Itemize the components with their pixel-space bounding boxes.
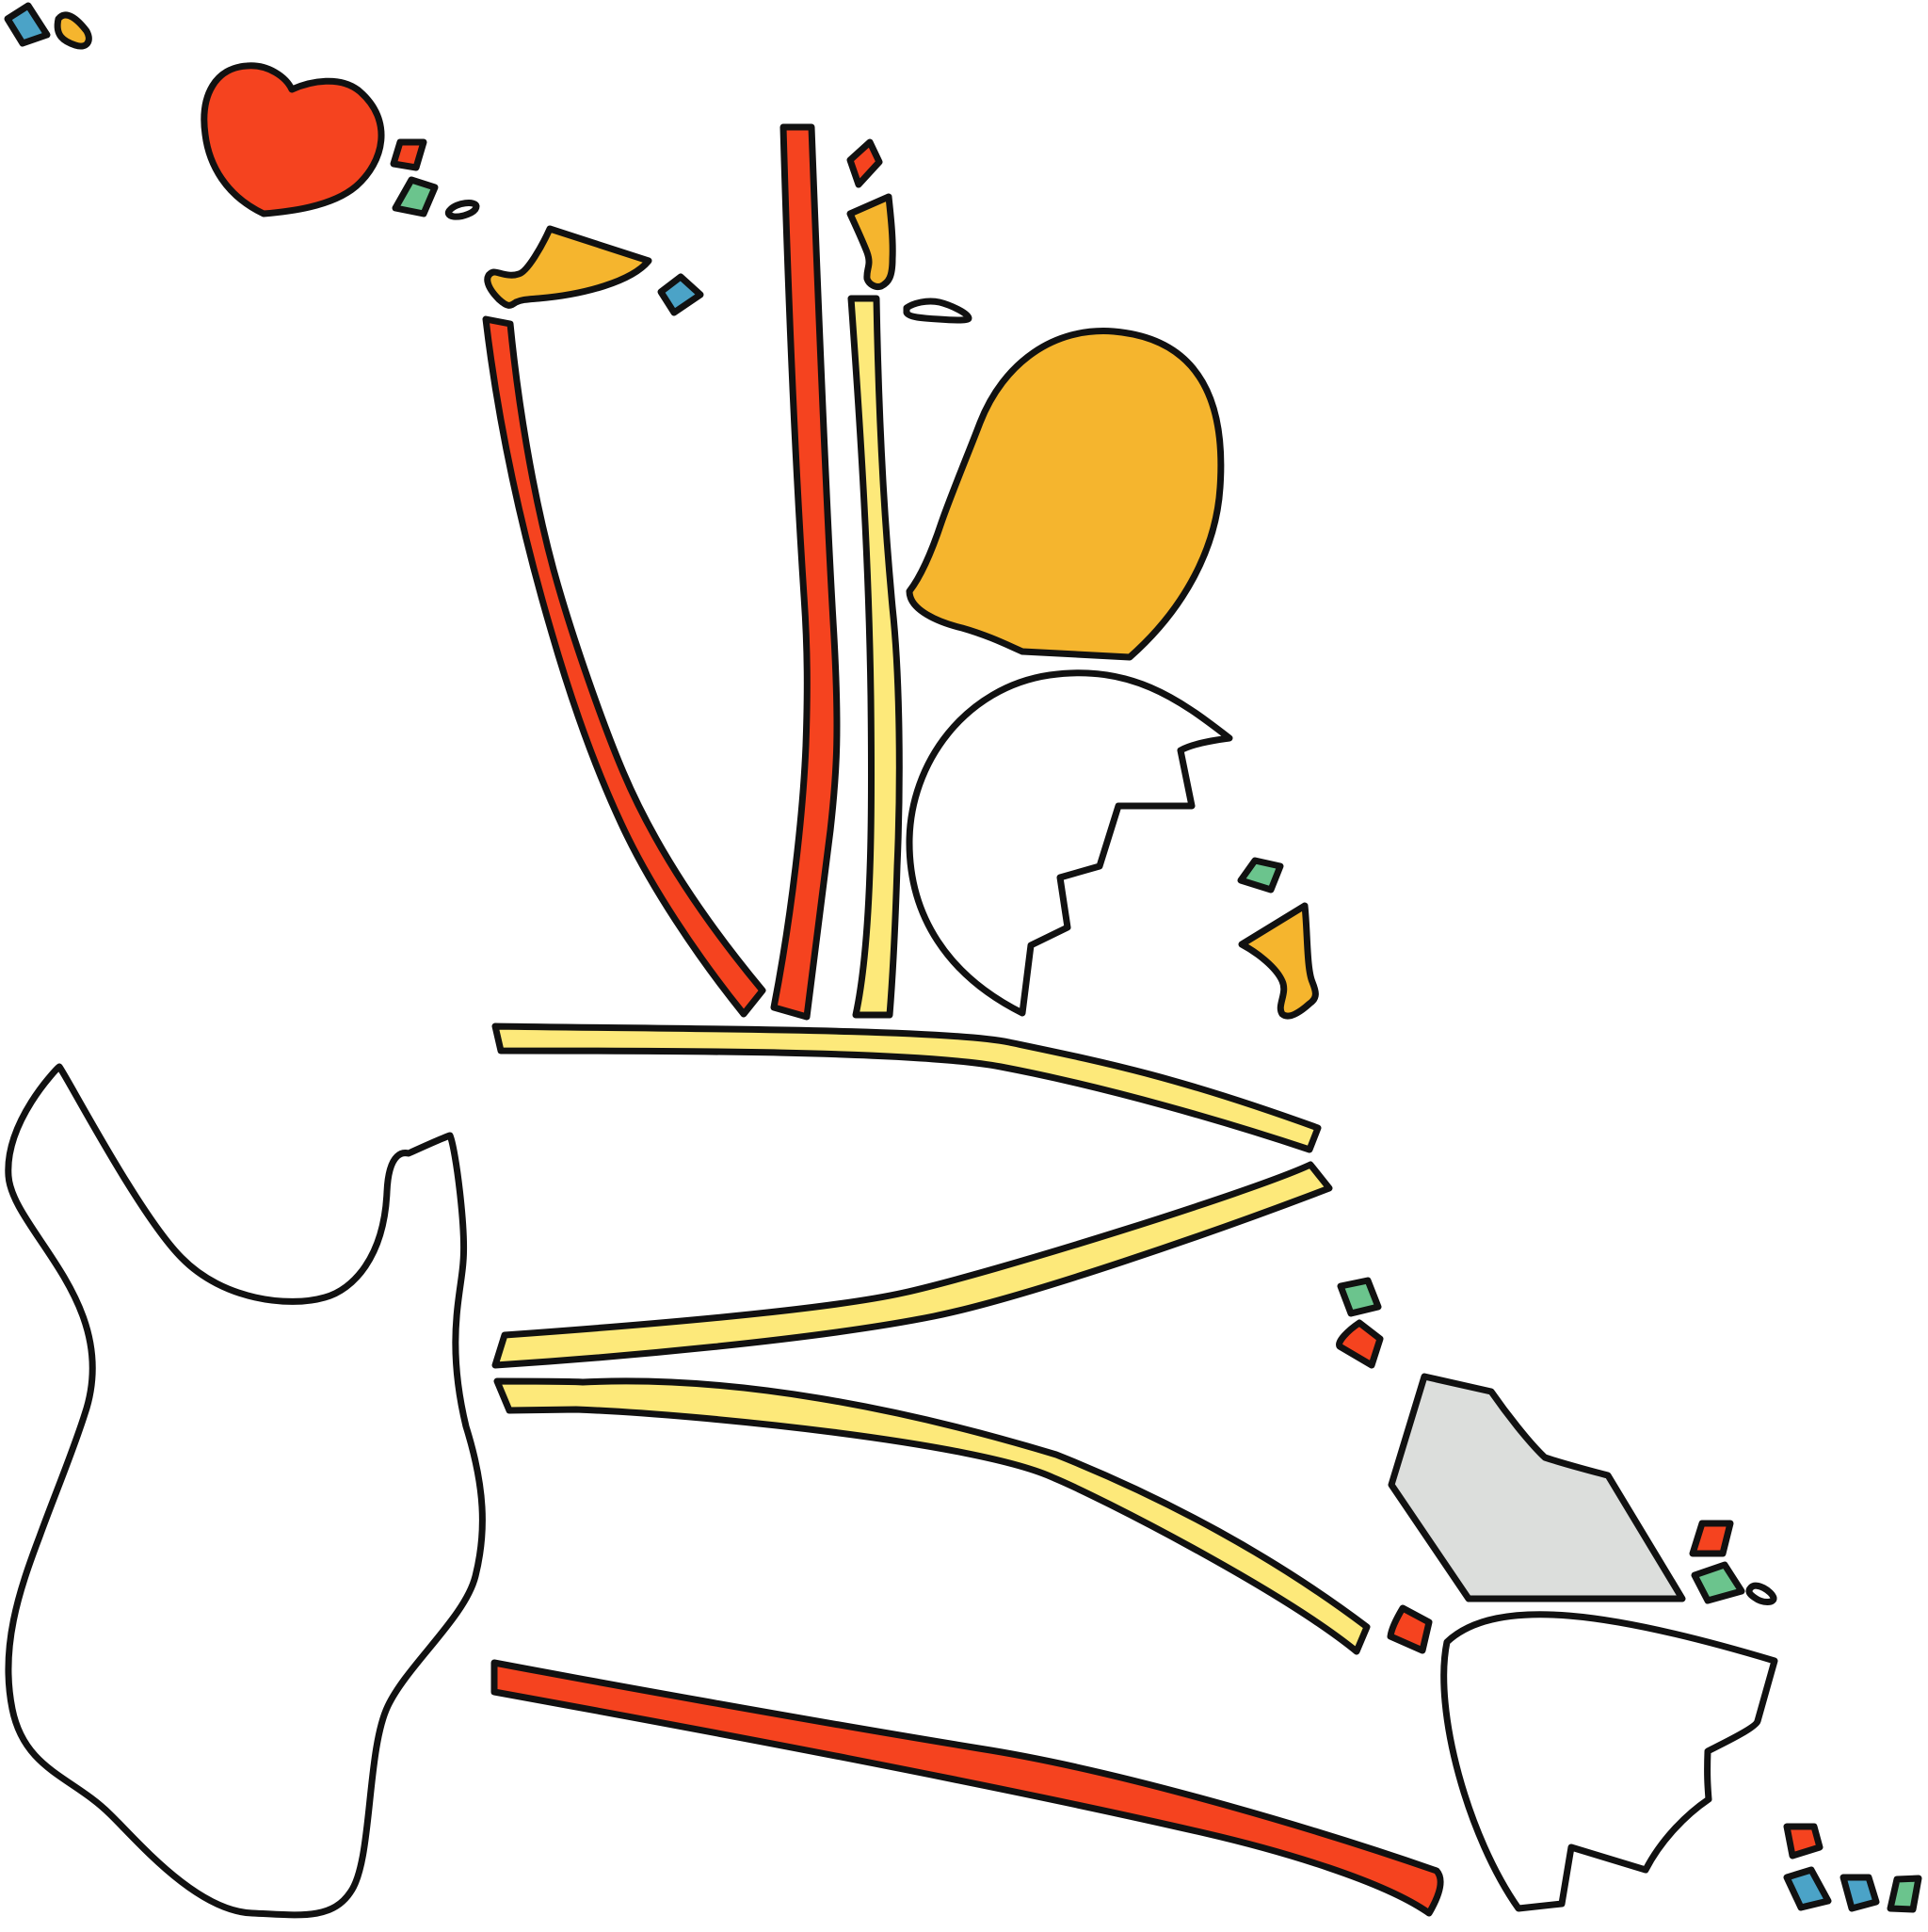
- black-dot-confetti: [444, 200, 480, 220]
- red-diamond-confetti: [390, 138, 427, 171]
- yellow-horizontal-strip-upper: [491, 1022, 1322, 1153]
- green-diamond-confetti: [1691, 1561, 1745, 1604]
- green-diamond-confetti: [392, 176, 439, 217]
- yellow-diagonal-strip-middle: [491, 1161, 1333, 1369]
- red-diamond-confetti: [1689, 1520, 1734, 1557]
- white-rounded-piece: [1440, 1611, 1778, 1912]
- orange-drop-confetti: [54, 11, 92, 50]
- red-diamond-confetti: [1387, 1604, 1433, 1654]
- white-figure-piece: [5, 1063, 486, 1919]
- red-horizontal-strip-bottom: [490, 1659, 1444, 1917]
- red-diamond-confetti: [1783, 1823, 1824, 1860]
- green-diamond-confetti: [1887, 1875, 1922, 1913]
- orange-small-flag-piece: [846, 193, 896, 290]
- white-cracked-shell-piece: [906, 669, 1233, 1017]
- yellow-vertical-strip: [847, 295, 903, 1019]
- orange-balloon-piece: [906, 328, 1225, 661]
- red-heart-piece: [201, 62, 385, 217]
- red-vertical-strip: [770, 123, 841, 1021]
- blue-diamond-confetti: [4, 2, 51, 47]
- red-diagonal-strip: [482, 315, 766, 1018]
- blue-diamond-confetti: [1783, 1866, 1832, 1911]
- gray-angular-piece: [1388, 1373, 1686, 1602]
- red-diamond-confetti: [1336, 1319, 1384, 1369]
- black-dot-confetti: [1745, 1582, 1777, 1605]
- green-diamond-confetti: [1337, 1277, 1382, 1317]
- blue-diamond-confetti: [1840, 1874, 1880, 1912]
- blue-diamond-confetti: [657, 273, 704, 316]
- green-diamond-confetti: [1237, 857, 1284, 894]
- orange-flag-piece: [484, 225, 652, 309]
- orange-right-flag-piece: [1238, 902, 1319, 1020]
- white-leaf-scrap: [903, 298, 972, 324]
- red-diamond-confetti: [846, 138, 883, 188]
- yellow-curved-strip-lower: [493, 1377, 1371, 1655]
